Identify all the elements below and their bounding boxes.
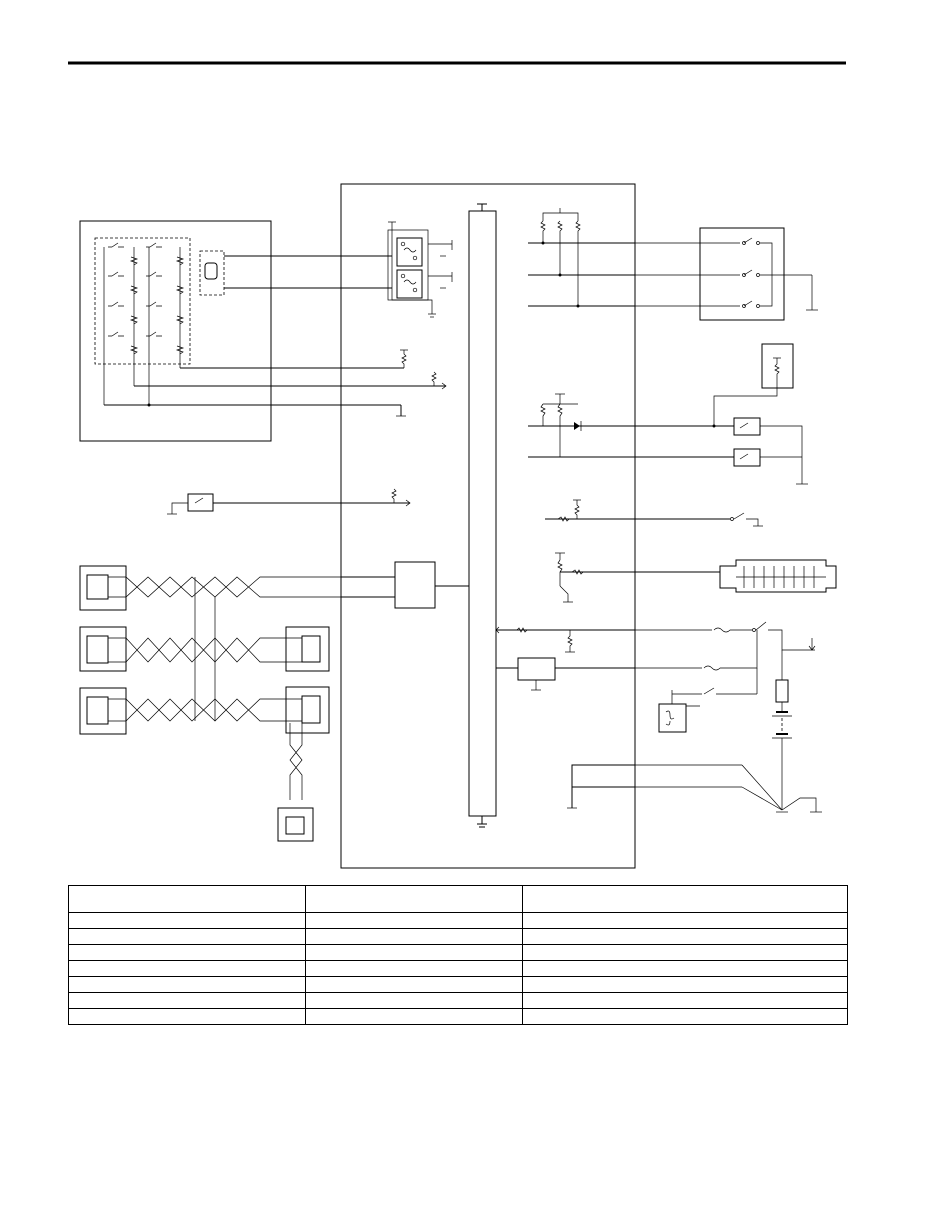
table-cell bbox=[305, 928, 523, 945]
table-row bbox=[68, 976, 848, 993]
ground-switch bbox=[635, 512, 763, 527]
table-cell bbox=[305, 992, 523, 1009]
relay-switch-unit bbox=[635, 227, 818, 321]
connector-table bbox=[68, 885, 848, 1025]
input-switch bbox=[167, 493, 341, 515]
table-cell bbox=[305, 944, 523, 961]
table-header-cell bbox=[305, 885, 523, 913]
diagnostic-connector bbox=[635, 559, 837, 593]
table-cell bbox=[68, 1008, 306, 1025]
table-cell bbox=[305, 960, 523, 977]
table-cell bbox=[522, 992, 848, 1009]
table-header-cell bbox=[68, 885, 306, 913]
sensor-unit bbox=[713, 343, 794, 426]
table-row bbox=[68, 912, 848, 929]
table-cell bbox=[522, 1008, 848, 1025]
table-cell bbox=[68, 976, 306, 993]
table-cell bbox=[522, 912, 848, 929]
table-cell bbox=[305, 912, 523, 929]
table-cell bbox=[68, 928, 306, 945]
table-cell bbox=[68, 912, 306, 929]
table-row bbox=[68, 928, 848, 945]
table-cell bbox=[522, 928, 848, 945]
internal-bus bbox=[468, 210, 497, 817]
switch-pair bbox=[635, 417, 808, 485]
table-header-row bbox=[68, 885, 848, 913]
table-cell bbox=[522, 960, 848, 977]
table-cell bbox=[68, 944, 306, 961]
network-modules bbox=[79, 565, 341, 842]
table-cell bbox=[68, 992, 306, 1009]
table-cell bbox=[305, 1008, 523, 1025]
table-cell bbox=[305, 976, 523, 993]
switch-panel bbox=[79, 220, 341, 442]
comm-block bbox=[394, 561, 436, 609]
table-row bbox=[68, 992, 848, 1009]
relay-1 bbox=[396, 237, 423, 267]
ignition-circuit bbox=[635, 621, 822, 813]
motor-icon bbox=[204, 262, 218, 280]
table-header-cell bbox=[522, 885, 848, 913]
table-cell bbox=[68, 960, 306, 977]
table-row bbox=[68, 960, 848, 977]
power-supply-block bbox=[517, 657, 556, 681]
table-cell bbox=[522, 944, 848, 961]
table-cell bbox=[522, 976, 848, 993]
table-row bbox=[68, 1008, 848, 1025]
relay-2 bbox=[396, 269, 423, 299]
control-module bbox=[340, 183, 636, 869]
table-row bbox=[68, 944, 848, 961]
